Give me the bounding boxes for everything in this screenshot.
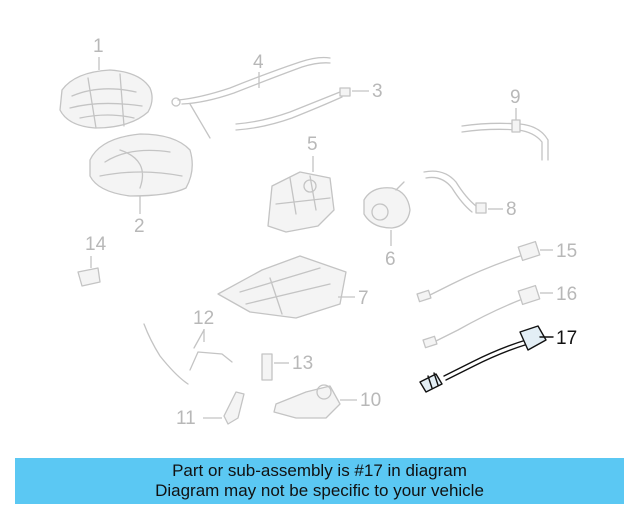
- part-10: [273, 384, 341, 419]
- info-banner: Part or sub-assembly is #17 in diagram D…: [15, 458, 624, 504]
- callout-2: 2: [134, 216, 145, 237]
- part-16: [422, 284, 541, 349]
- part-3: [235, 87, 351, 131]
- part-13: [261, 353, 273, 381]
- part-17-oxygen-sensor: [419, 325, 547, 393]
- callout-6: 6: [385, 249, 396, 270]
- part-9: [461, 119, 549, 161]
- banner-line-2: Diagram may not be specific to your vehi…: [155, 481, 484, 500]
- callout-11: 11: [176, 408, 196, 429]
- callout-16: 16: [556, 284, 577, 305]
- callout-10: 10: [360, 390, 381, 411]
- part-1: [59, 69, 153, 129]
- callout-15: 15: [556, 241, 577, 262]
- part-6: [363, 181, 411, 229]
- callout-3: 3: [372, 81, 383, 102]
- part-4: [171, 56, 331, 139]
- part-12: [143, 323, 233, 385]
- callout-13: 13: [292, 353, 313, 374]
- callout-5: 5: [307, 134, 318, 155]
- callout-1: 1: [93, 36, 104, 57]
- banner-line-1: Part or sub-assembly is #17 in diagram: [172, 461, 467, 480]
- part-8: [423, 170, 487, 214]
- callout-12: 12: [193, 308, 214, 329]
- part-15: [416, 240, 541, 303]
- callout-8: 8: [506, 199, 517, 220]
- part-14: [77, 267, 101, 287]
- callout-4: 4: [253, 52, 264, 73]
- part-11: [223, 391, 245, 425]
- callout-9: 9: [510, 87, 521, 108]
- callout-14: 14: [85, 234, 107, 255]
- callout-17: 17: [556, 328, 577, 349]
- part-7: [217, 255, 347, 319]
- callout-7: 7: [358, 288, 369, 309]
- part-2: [89, 133, 193, 197]
- part-5: [267, 171, 335, 233]
